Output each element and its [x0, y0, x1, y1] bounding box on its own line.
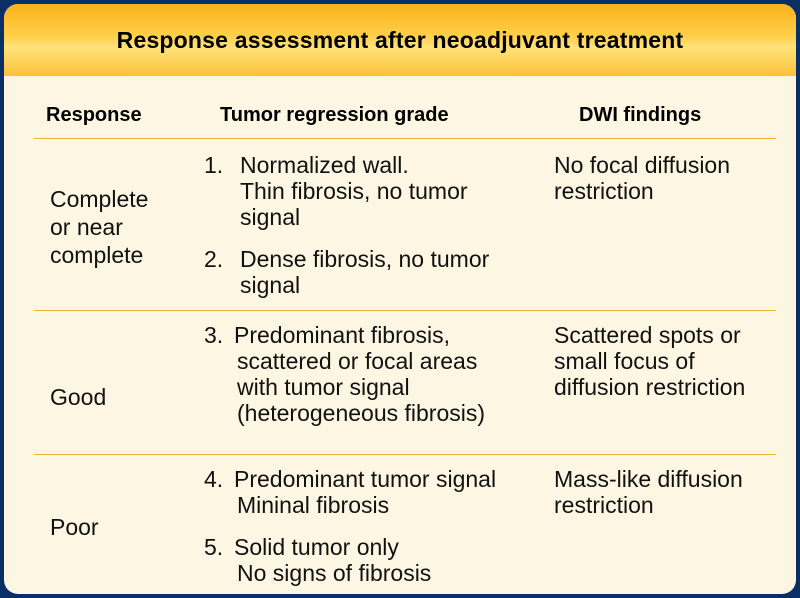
- grade-text: signal: [240, 204, 301, 230]
- header-grade: Tumor regression grade: [220, 104, 449, 126]
- title-bar: Response assessment after neoadjuvant tr…: [4, 4, 796, 76]
- grade-number: 3.: [204, 322, 224, 348]
- response-text: Complete: [50, 186, 149, 212]
- grade-text: Predominant tumor signal: [234, 466, 497, 492]
- response-text: complete: [50, 242, 144, 268]
- grade-text: Thin fibrosis, no tumor: [240, 178, 468, 204]
- grade-text: Solid tumor only: [234, 534, 399, 560]
- grade-item: 4. Predominant tumor signal Mininal fibro…: [204, 466, 534, 518]
- dwi-text: restriction: [554, 178, 654, 204]
- response-text: Poor: [50, 514, 99, 540]
- dwi-text: Scattered spots or: [554, 322, 741, 348]
- grade-text: (heterogeneous fibrosis): [237, 400, 486, 426]
- grade-number: 1.: [204, 152, 224, 178]
- dwi-text: restriction: [554, 492, 654, 518]
- grade-item: 2. Dense fibrosis, no tumor signal: [204, 246, 534, 298]
- dwi-text: diffusion restriction: [554, 374, 746, 400]
- grade-text: scattered or focal areas: [237, 348, 478, 374]
- divider: [34, 454, 776, 455]
- grade-number: 5.: [204, 534, 224, 560]
- dwi-text: small focus of: [554, 348, 695, 374]
- table-card: Response assessment after neoadjuvant tr…: [4, 4, 796, 594]
- grade-text: Normalized wall.: [240, 152, 409, 178]
- grade-text: Mininal fibrosis: [237, 492, 390, 518]
- grade-cell: 4. Predominant tumor signal Mininal fibro…: [204, 466, 534, 586]
- grade-text: signal: [240, 272, 301, 298]
- dwi-text: No focal diffusion: [554, 152, 731, 178]
- dwi-cell: Mass-like diffusion restriction: [554, 466, 784, 518]
- divider: [34, 310, 776, 311]
- table-title: Response assessment after neoadjuvant tr…: [116, 26, 684, 53]
- grade-text: Dense fibrosis, no tumor: [240, 246, 490, 272]
- grade-cell: 1. Normalized wall. Thin fibrosis, no tum…: [204, 152, 534, 298]
- response-text: Good: [50, 384, 107, 410]
- grade-cell: 3. Predominant fibrosis, scattered or foc…: [204, 322, 534, 426]
- grade-text: Predominant fibrosis,: [234, 322, 451, 348]
- response-cell: Poor: [50, 514, 99, 540]
- header-response: Response: [46, 104, 142, 126]
- dwi-cell: Scattered spots or small focus of diffus…: [554, 322, 784, 400]
- grade-number: 4.: [204, 466, 224, 492]
- header-row: Response Tumor regression grade DWI find…: [4, 104, 796, 134]
- grade-number: 2.: [204, 246, 224, 272]
- grade-item: 3. Predominant fibrosis, scattered or foc…: [204, 322, 534, 426]
- dwi-cell: No focal diffusion restriction: [554, 152, 784, 204]
- grade-item: 1. Normalized wall. Thin fibrosis, no tum…: [204, 152, 534, 230]
- grade-item: 5. Solid tumor only No signs of fibrosis: [204, 534, 534, 586]
- dwi-text: Mass-like diffusion: [554, 466, 743, 492]
- divider: [34, 138, 776, 139]
- response-cell: Good: [50, 384, 106, 410]
- response-text: or near: [50, 214, 123, 240]
- grade-text: No signs of fibrosis: [237, 560, 432, 586]
- response-cell: Complete or near complete: [50, 186, 148, 268]
- header-dwi: DWI findings: [579, 104, 702, 126]
- grade-text: with tumor signal: [237, 374, 410, 400]
